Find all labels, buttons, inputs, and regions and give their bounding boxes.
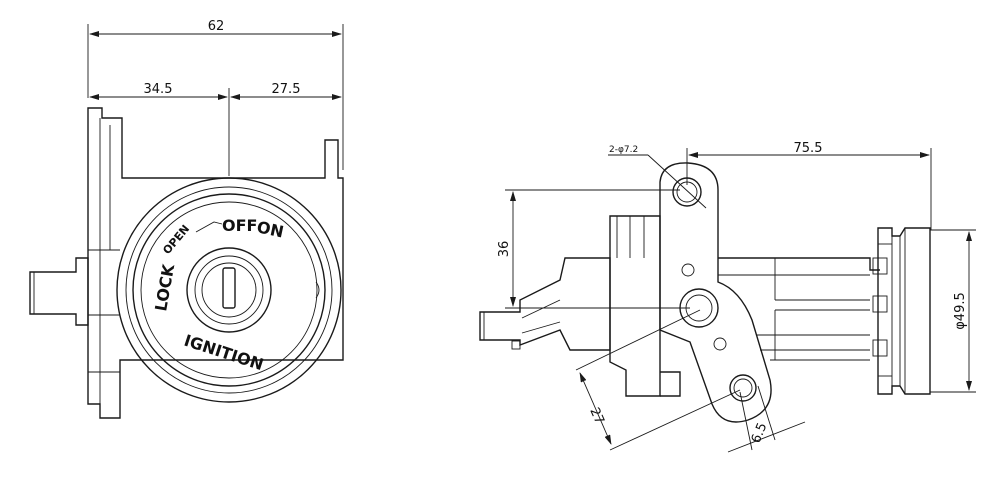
- dimension-holes: 2-φ7.2: [608, 145, 707, 209]
- ignition-face: [116, 177, 342, 403]
- side-body: [718, 257, 880, 361]
- dim-label-6-5: 6.5: [749, 421, 771, 446]
- dim-label-36: 36: [497, 241, 512, 258]
- side-flange: [872, 227, 931, 395]
- dimension-length: 75.5: [686, 141, 932, 230]
- dim-label-34-5: 34.5: [144, 82, 173, 97]
- dimension-split-width: 34.5 27.5: [89, 82, 342, 176]
- open-arrow-icon: [195, 221, 223, 233]
- dim-label-75-5: 75.5: [794, 141, 823, 156]
- dimension-diameter: φ49.5: [930, 229, 976, 393]
- mount-hole-center: [679, 288, 719, 328]
- mount-hole-top: [672, 177, 702, 207]
- front-view: 62 34.5 27.5: [29, 19, 344, 419]
- dim-label-27-5: 27.5: [272, 82, 301, 97]
- housing-outline: [87, 107, 344, 419]
- dimension-overall-width: 62: [87, 19, 344, 170]
- label-ignition: IGNITION: [182, 331, 266, 375]
- wire-connector: [479, 257, 611, 351]
- label-open: OPEN: [160, 222, 192, 257]
- dimension-hole-spacing: 27: [575, 309, 741, 451]
- dimension-height: 36: [497, 189, 690, 309]
- face-labels: LOCK OPEN OFF ON IGNITION: [151, 216, 285, 374]
- dimension-offset: 6.5: [727, 385, 806, 453]
- dim-label-holes: 2-φ7.2: [609, 145, 638, 155]
- side-view: 2-φ7.2 75.5 36 φ49.5 27: [479, 141, 976, 453]
- side-housing: [609, 215, 681, 397]
- label-off: OFF: [222, 216, 257, 235]
- label-lock: LOCK: [151, 262, 178, 313]
- mounting-bracket: [659, 162, 772, 423]
- dim-label-27: 27: [586, 406, 606, 427]
- label-on: ON: [255, 217, 285, 241]
- shaft: [29, 257, 89, 326]
- dim-label-62: 62: [208, 19, 225, 34]
- dim-label-49-5: φ49.5: [953, 292, 968, 330]
- mount-hole-bottom: [729, 374, 757, 402]
